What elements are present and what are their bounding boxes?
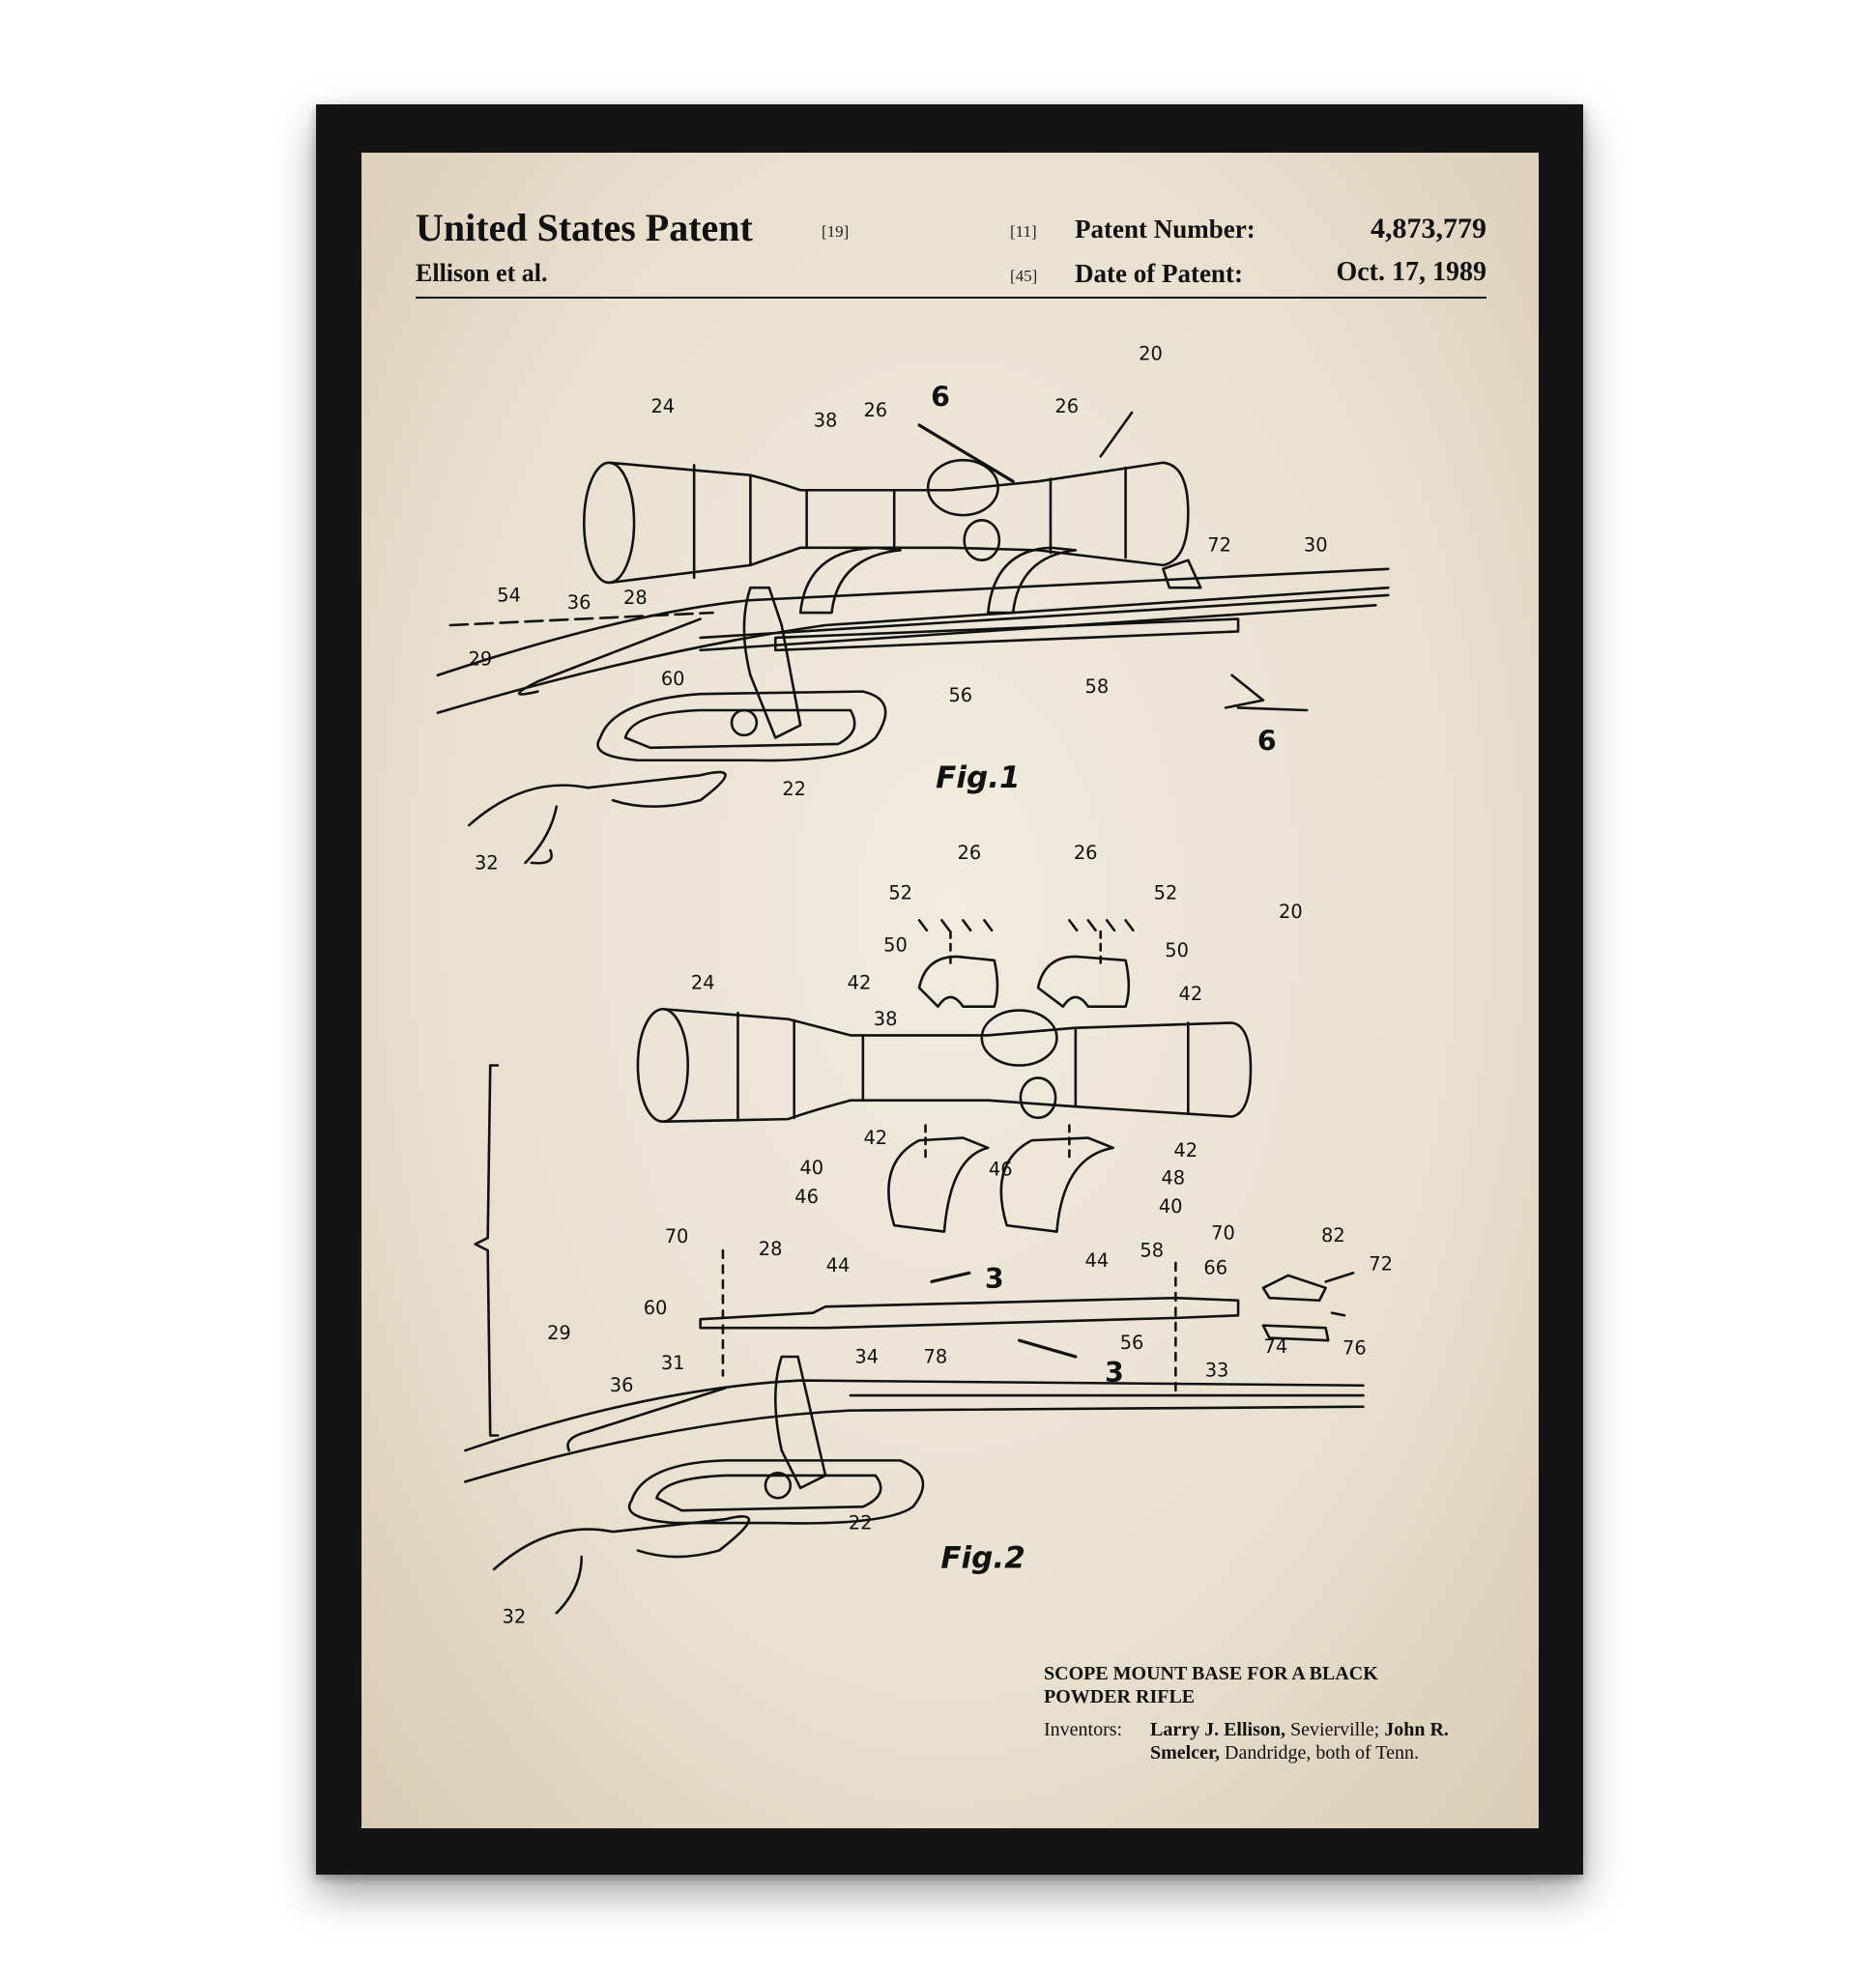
- ref-numeral: 60: [644, 1297, 668, 1319]
- title-code: [19]: [822, 222, 850, 241]
- inventor-2-city: Dandridge, both of Tenn.: [1220, 1742, 1419, 1764]
- inventors-list: Larry J. Ellison, Sevierville; John R. S…: [1150, 1718, 1517, 1764]
- ref-numeral: 32: [502, 1606, 526, 1628]
- ref-numeral: 42: [848, 972, 872, 994]
- ref-numeral: 31: [661, 1352, 685, 1374]
- ref-numeral: 38: [814, 409, 838, 431]
- scope-rings-fig2: [887, 919, 1135, 1233]
- ref-numeral: 24: [691, 972, 715, 994]
- ref-numeral: 26: [1074, 842, 1098, 864]
- ref-numeral: 26: [957, 842, 981, 864]
- scope-fig2: [636, 1007, 1253, 1124]
- ref-numeral: 76: [1342, 1336, 1367, 1359]
- ref-numeral: 82: [1321, 1224, 1345, 1247]
- ref-numeral: 50: [883, 934, 908, 957]
- ref-numeral: 72: [1207, 534, 1231, 557]
- rifle-fig2: [464, 1064, 1365, 1615]
- ref-numeral: 58: [1140, 1239, 1164, 1261]
- ref-numeral: 58: [1084, 675, 1109, 698]
- ref-numeral: 32: [475, 851, 499, 874]
- ref-numeral: 78: [924, 1345, 948, 1367]
- ref-numeral: 70: [1211, 1221, 1235, 1244]
- patent-number-code: [11]: [1010, 222, 1037, 241]
- section-mark: 3: [1105, 1357, 1124, 1389]
- ref-numeral: 28: [623, 587, 648, 609]
- ref-numeral: 52: [1154, 881, 1178, 903]
- ref-numeral: 36: [610, 1374, 634, 1396]
- figure-caption-1: Fig.1: [936, 760, 1020, 795]
- ref-numeral: 34: [854, 1345, 879, 1367]
- ref-numeral: 66: [1203, 1257, 1227, 1279]
- ref-numeral: 40: [1159, 1195, 1183, 1218]
- ref-numeral: 33: [1205, 1360, 1229, 1382]
- ref-numeral: 26: [1054, 395, 1079, 417]
- patent-paper: [361, 153, 1539, 1828]
- section-mark: 3: [985, 1263, 1004, 1295]
- figure-caption-2: Fig.2: [940, 1541, 1025, 1576]
- inventor-1: Larry J. Ellison,: [1150, 1719, 1286, 1740]
- patent-number-label: Patent Number:: [1075, 215, 1255, 244]
- ref-numeral: 26: [863, 399, 887, 421]
- ref-numeral: 50: [1165, 939, 1189, 961]
- ref-numeral: 42: [863, 1127, 887, 1149]
- ref-numeral: 42: [1173, 1139, 1198, 1162]
- ref-numeral: 44: [1084, 1249, 1109, 1272]
- ref-numeral: 72: [1369, 1253, 1393, 1276]
- patent-info: SCOPE MOUNT BASE FOR A BLACK POWDER RIFL…: [1044, 1662, 1517, 1764]
- ref-numeral: 74: [1264, 1335, 1288, 1358]
- ref-numeral: 29: [547, 1322, 571, 1344]
- fig1-drawing: [436, 411, 1390, 865]
- ref-numeral: 70: [665, 1225, 689, 1248]
- ref-numeral: 54: [497, 584, 521, 606]
- mount-base-fig2: [699, 1248, 1355, 1396]
- date-label: Date of Patent:: [1075, 259, 1243, 288]
- ref-numeral: 40: [799, 1157, 823, 1179]
- inventors: Inventors: Larry J. Ellison, Sevierville…: [1044, 1718, 1517, 1764]
- ref-numeral: 30: [1304, 534, 1328, 557]
- patent-title: United States Patent: [416, 206, 753, 249]
- ref-numeral: 22: [849, 1512, 873, 1534]
- ref-numeral: 42: [1179, 983, 1203, 1005]
- ref-numeral: 22: [782, 778, 806, 800]
- ref-numeral: 56: [1120, 1332, 1144, 1354]
- ref-numeral: 36: [567, 591, 592, 614]
- ref-numeral: 44: [826, 1254, 851, 1276]
- ref-numeral: 20: [1139, 343, 1163, 365]
- ref-numeral: 24: [650, 395, 675, 417]
- ref-numeral: 29: [469, 647, 493, 670]
- section-mark: 6: [931, 382, 950, 414]
- patent-number: 4,873,779: [1371, 213, 1486, 244]
- inventors-label: Inventors:: [1044, 1719, 1123, 1740]
- date-code: [45]: [1010, 267, 1038, 285]
- invention-title: SCOPE MOUNT BASE FOR A BLACK POWDER RIFL…: [1044, 1663, 1378, 1707]
- inventor-2: John R. Smelcer,: [1150, 1719, 1449, 1764]
- patent-date: Oct. 17, 1989: [1336, 257, 1486, 287]
- ref-numeral: 46: [989, 1158, 1013, 1180]
- ref-numeral: 60: [661, 668, 685, 690]
- rifle-fig1: [436, 411, 1390, 865]
- ref-numeral: 48: [1161, 1166, 1185, 1189]
- inventor-short: Ellison et al.: [416, 259, 548, 287]
- ref-numeral: 28: [759, 1238, 783, 1260]
- ref-numeral: 56: [948, 684, 972, 706]
- fig2-drawing: [464, 919, 1365, 1615]
- ref-numeral: 46: [794, 1186, 819, 1208]
- ref-numeral: 52: [888, 881, 912, 903]
- ref-numeral: 38: [874, 1008, 898, 1030]
- header-rule: [416, 297, 1486, 299]
- section-mark: 6: [1257, 725, 1277, 757]
- inventor-1-city: Sevierville;: [1285, 1719, 1385, 1740]
- ref-numeral: 20: [1279, 901, 1303, 923]
- scope-fig1: [583, 458, 1190, 615]
